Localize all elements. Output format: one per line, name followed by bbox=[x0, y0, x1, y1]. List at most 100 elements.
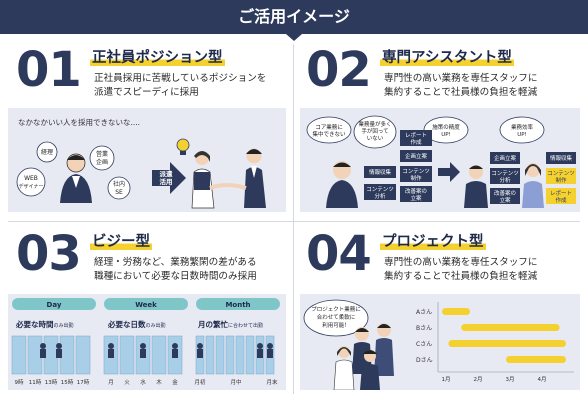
month-heading: 月の繁忙に合わせて出勤 bbox=[197, 319, 263, 329]
svg-text:17時: 17時 bbox=[77, 378, 90, 386]
svg-text:利用可能！: 利用可能！ bbox=[322, 321, 350, 329]
tab-week bbox=[104, 298, 188, 310]
panel-description: 正社員採用に苦戦しているポジションを派遣でスピーディに採用 bbox=[94, 73, 267, 98]
svg-text:コンテンツ: コンテンツ bbox=[402, 168, 430, 175]
svg-text:金: 金 bbox=[172, 378, 178, 386]
svg-text:制作: 制作 bbox=[555, 176, 567, 184]
page-title: ご活用イメージ bbox=[0, 0, 588, 34]
panel-description: 専門性の高い業務を専任スタッフに集約することで社員様の負担を軽減 bbox=[384, 257, 538, 282]
panel-title: プロジェクト型 bbox=[380, 234, 486, 250]
svg-text:情報収集: 情報収集 bbox=[369, 168, 392, 176]
arrow-icon bbox=[438, 162, 460, 182]
svg-text:活用: 活用 bbox=[160, 177, 173, 186]
day-heading: 必要な時間のみ出勤 bbox=[15, 319, 74, 329]
svg-text:手が回って: 手が回って bbox=[361, 127, 388, 135]
panel-title: ビジー型 bbox=[90, 234, 152, 250]
day-columns bbox=[11, 335, 91, 375]
svg-text:コンテンツ: コンテンツ bbox=[547, 170, 575, 177]
schedule-columns-svg: Day Week Month 必要な時間のみ出勤 必要な日数のみ出勤 月の繁忙に… bbox=[11, 298, 280, 386]
illustration-03: Day Week Month 必要な時間のみ出勤 必要な日数のみ出勤 月の繁忙に… bbox=[8, 294, 286, 390]
svg-text:月末: 月末 bbox=[266, 378, 278, 386]
svg-text:9時: 9時 bbox=[15, 378, 24, 386]
divider-horizontal bbox=[8, 221, 580, 222]
bubble-eigyo: 営業 bbox=[96, 150, 108, 158]
svg-text:Dさん: Dさん bbox=[416, 357, 433, 364]
svg-text:コンテンツ: コンテンツ bbox=[491, 170, 519, 177]
tab-day-label: Day bbox=[47, 301, 62, 309]
svg-text:立案: 立案 bbox=[499, 196, 511, 204]
svg-text:分析: 分析 bbox=[374, 192, 386, 200]
svg-text:企画立案: 企画立案 bbox=[494, 154, 517, 162]
svg-text:業務効率: 業務効率 bbox=[511, 123, 534, 131]
svg-text:作成: 作成 bbox=[410, 138, 422, 146]
tab-week-label: Week bbox=[135, 301, 157, 309]
svg-text:1月: 1月 bbox=[442, 376, 451, 383]
banner-notch bbox=[286, 34, 302, 41]
bubble-se: 社内 bbox=[113, 180, 125, 188]
svg-text:月中: 月中 bbox=[230, 378, 241, 386]
svg-text:Cさん: Cさん bbox=[416, 341, 432, 348]
svg-text:レポート: レポート bbox=[550, 190, 572, 197]
divider-vertical bbox=[293, 44, 294, 394]
gantt-month-labels: 1月 2月 3月 4月 bbox=[442, 376, 547, 383]
svg-text:木: 木 bbox=[156, 378, 162, 386]
svg-text:レポート: レポート bbox=[405, 132, 427, 139]
svg-text:いない: いない bbox=[367, 135, 384, 142]
svg-text:水: 水 bbox=[140, 378, 146, 386]
svg-text:作成: 作成 bbox=[555, 196, 567, 204]
assistant-staff-figure bbox=[522, 163, 544, 208]
svg-text:企画立案: 企画立案 bbox=[405, 152, 428, 160]
svg-text:情報収集: 情報収集 bbox=[550, 154, 573, 162]
gantt-bar bbox=[442, 308, 470, 315]
svg-text:制作: 制作 bbox=[410, 174, 422, 182]
svg-text:3月: 3月 bbox=[506, 376, 515, 383]
panel-title: 正社員ポジション型 bbox=[90, 50, 225, 66]
svg-text:11時: 11時 bbox=[29, 378, 42, 386]
panel-description: 専門性の高い業務を専任スタッフに集約することで社員様の負担を軽減 bbox=[384, 73, 538, 98]
svg-text:デザイナー: デザイナー bbox=[19, 183, 44, 190]
svg-text:SE: SE bbox=[115, 189, 123, 196]
task-cards-right bbox=[490, 152, 576, 204]
svg-text:15時: 15時 bbox=[61, 378, 74, 386]
gantt-bar bbox=[448, 340, 566, 347]
svg-text:Bさん: Bさん bbox=[416, 325, 432, 332]
svg-text:業務量が多く: 業務量が多く bbox=[358, 120, 391, 128]
businessman-figure bbox=[244, 148, 266, 208]
svg-text:プロジェクト業務に: プロジェクト業務に bbox=[311, 305, 361, 313]
svg-text:改善案の: 改善案の bbox=[494, 189, 516, 197]
tab-day bbox=[12, 298, 96, 310]
svg-text:火: 火 bbox=[124, 380, 130, 386]
svg-text:企画: 企画 bbox=[96, 158, 108, 166]
overloaded-employee-figure bbox=[326, 161, 358, 208]
arrow-label: 派遣 bbox=[160, 169, 174, 178]
tab-month-label: Month bbox=[225, 301, 250, 309]
svg-text:集中できない: 集中できない bbox=[312, 130, 346, 138]
week-heading: 必要な日数のみ出勤 bbox=[107, 319, 166, 329]
gantt-bar bbox=[506, 356, 566, 363]
worker-icons bbox=[40, 343, 273, 358]
svg-text:施策の精度: 施策の精度 bbox=[432, 123, 460, 131]
team-figures bbox=[333, 323, 394, 390]
arrow-icon bbox=[152, 162, 186, 194]
svg-text:立案: 立案 bbox=[410, 194, 422, 202]
bubble-web: WEB bbox=[24, 175, 38, 182]
lightbulb-icon bbox=[176, 138, 190, 155]
panel-number: 02 bbox=[306, 42, 372, 98]
handshake-icon bbox=[209, 183, 247, 190]
bubble-keiri: 経理 bbox=[41, 148, 53, 156]
svg-text:分析: 分析 bbox=[499, 176, 511, 184]
svg-text:4月: 4月 bbox=[538, 376, 547, 383]
panel-number: 03 bbox=[16, 226, 82, 282]
worried-man-figure bbox=[60, 153, 92, 203]
svg-text:コンテンツ: コンテンツ bbox=[366, 186, 394, 193]
svg-text:月初: 月初 bbox=[194, 378, 206, 386]
svg-text:改善案の: 改善案の bbox=[405, 187, 427, 195]
svg-text:2月: 2月 bbox=[474, 376, 483, 383]
svg-text:月: 月 bbox=[108, 379, 114, 386]
svg-text:UP!: UP! bbox=[517, 132, 527, 138]
